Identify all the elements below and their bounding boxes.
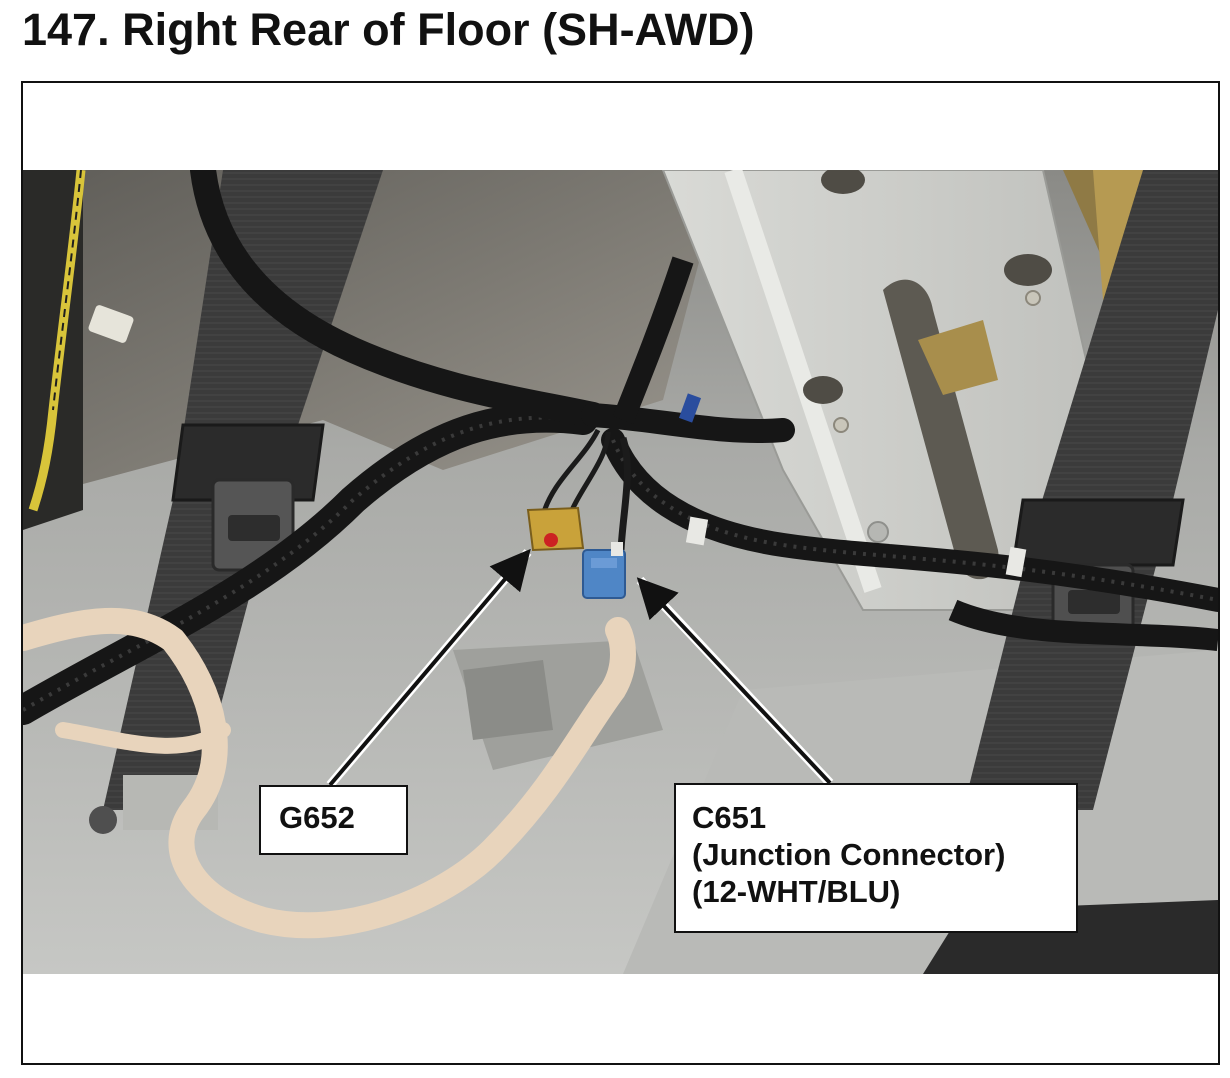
c651-junction-connector [582,542,626,599]
c651-callout: C651 (Junction Connector) (12-WHT/BLU) [674,783,1078,933]
c651-spec: (12-WHT/BLU) [692,874,901,909]
g652-label: G652 [279,800,355,835]
c651-description: (Junction Connector) [692,837,1006,872]
c651-label: C651 [692,800,767,835]
g652-ground-terminal [526,506,585,552]
page-title: 147. Right Rear of Floor (SH-AWD) [22,4,755,55]
g652-callout: G652 [259,785,408,855]
